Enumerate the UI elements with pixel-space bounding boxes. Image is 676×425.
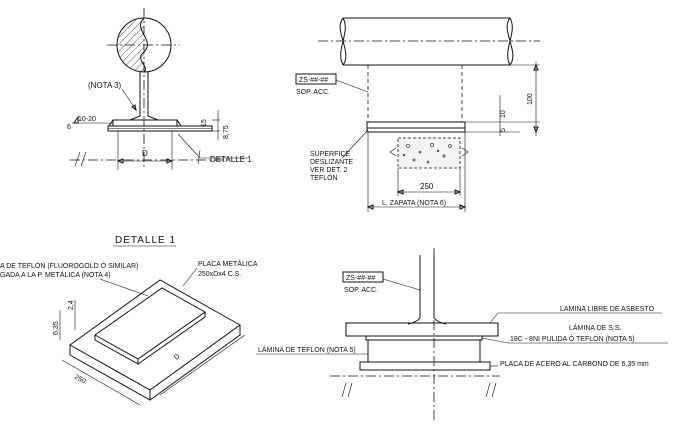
pipe-elevation: [343, 17, 510, 66]
dim-15-label: 15: [201, 119, 208, 127]
dim-250-iso-label: 250: [73, 374, 87, 386]
teflon-label-1: A DE TEFLÓN (FLUOROGOLD Ó SIMILAR): [0, 261, 138, 270]
superficie-label-2: DESLIZANTE: [310, 159, 354, 166]
lamina-ss-label-2: 18C - 8NI PULIDA Ó TEFLÓN (NOTA 5): [510, 334, 635, 343]
metal-plate-side: [69, 325, 241, 401]
dim-100-label: 100: [527, 93, 534, 105]
detail-2-section: ZS-##-## SOP. ACC. LAMINA LIBRE DE ASBES…: [256, 248, 668, 420]
dim-5-label: 5: [500, 128, 507, 132]
teflon-label-2: GADA A LA P. METÁLICA (NOTA 4): [0, 270, 111, 279]
support-type-label: SOP. ACC.: [296, 89, 330, 96]
support-type-label-2: SOP. ACC.: [344, 287, 378, 294]
dim-D-iso-label: D: [173, 353, 181, 362]
detail-1-isometric: DETALLE 1 A DE TEFLÓN (FLUOROGOLD Ó SIMI…: [0, 235, 258, 406]
support-tag-box-2: [342, 271, 384, 283]
section-view-top-left: D (NOTA 3) 10-20 6 15 8,75 DETALLE 1: [67, 8, 252, 170]
concrete-foundation: [397, 137, 461, 169]
carbon-steel-plate: [359, 361, 491, 371]
superficie-label-3: VER DET. 2: [310, 167, 347, 174]
dim-6-35-label: 6,35: [53, 321, 60, 335]
support-tag: ZS-##-##: [299, 77, 328, 84]
weld-size-label: 6: [67, 124, 71, 131]
placa-acero-label: PLACA DE ACERO AL CARBONO DE 6,35 mm: [500, 361, 649, 368]
l-zapata-label: L. ZAPATA (NOTA 6): [382, 200, 446, 207]
dim-2-4-label: 2,4: [68, 300, 75, 310]
support-tag-box: [295, 73, 337, 85]
weld-dim-label: 10-20: [78, 116, 96, 123]
teflon-pad-top: [94, 287, 206, 360]
stainless-layer: [365, 335, 483, 341]
teflon-pad-side: [94, 312, 206, 365]
support-tag-2: ZS-##-##: [346, 275, 375, 282]
lamina-asbesto-label: LAMINA LIBRE DE ASBESTO: [560, 306, 655, 313]
nota3-label: (NOTA 3): [88, 81, 122, 90]
lamina-teflon-label: LÁMINA DE TEFLON (NOTA 5): [258, 345, 356, 354]
dim-D-label: D: [142, 149, 148, 158]
shoe-plate-section: [345, 322, 499, 337]
superficie-label-4: TEFLÓN: [310, 173, 338, 182]
detalle1-ref-label: DETALLE 1: [210, 155, 252, 164]
shoe-base-plate-2: [366, 121, 466, 129]
shoe-base-plate: [112, 119, 178, 127]
lamina-ss-label-1: LÁMINA DE S.S.: [569, 323, 622, 332]
dim-250-label: 250: [420, 182, 434, 191]
placa-metalica-label-1: PLACA METÁLICA: [198, 259, 258, 268]
slide-plate-2: [366, 127, 466, 133]
detalle1-title: DETALLE 1: [115, 235, 176, 246]
dim-10-label: 10: [500, 110, 507, 118]
placa-metalica-label-2: 250xDx4 C.S.: [198, 271, 241, 278]
elevation-view-top-right: ZS-##-## SOP. ACC. SUPERFICE DESLIZANTE …: [295, 17, 540, 212]
superficie-label-1: SUPERFICE: [310, 151, 350, 158]
teflon-layer: [367, 339, 481, 363]
dim-8-75-label: 8,75: [223, 125, 230, 139]
